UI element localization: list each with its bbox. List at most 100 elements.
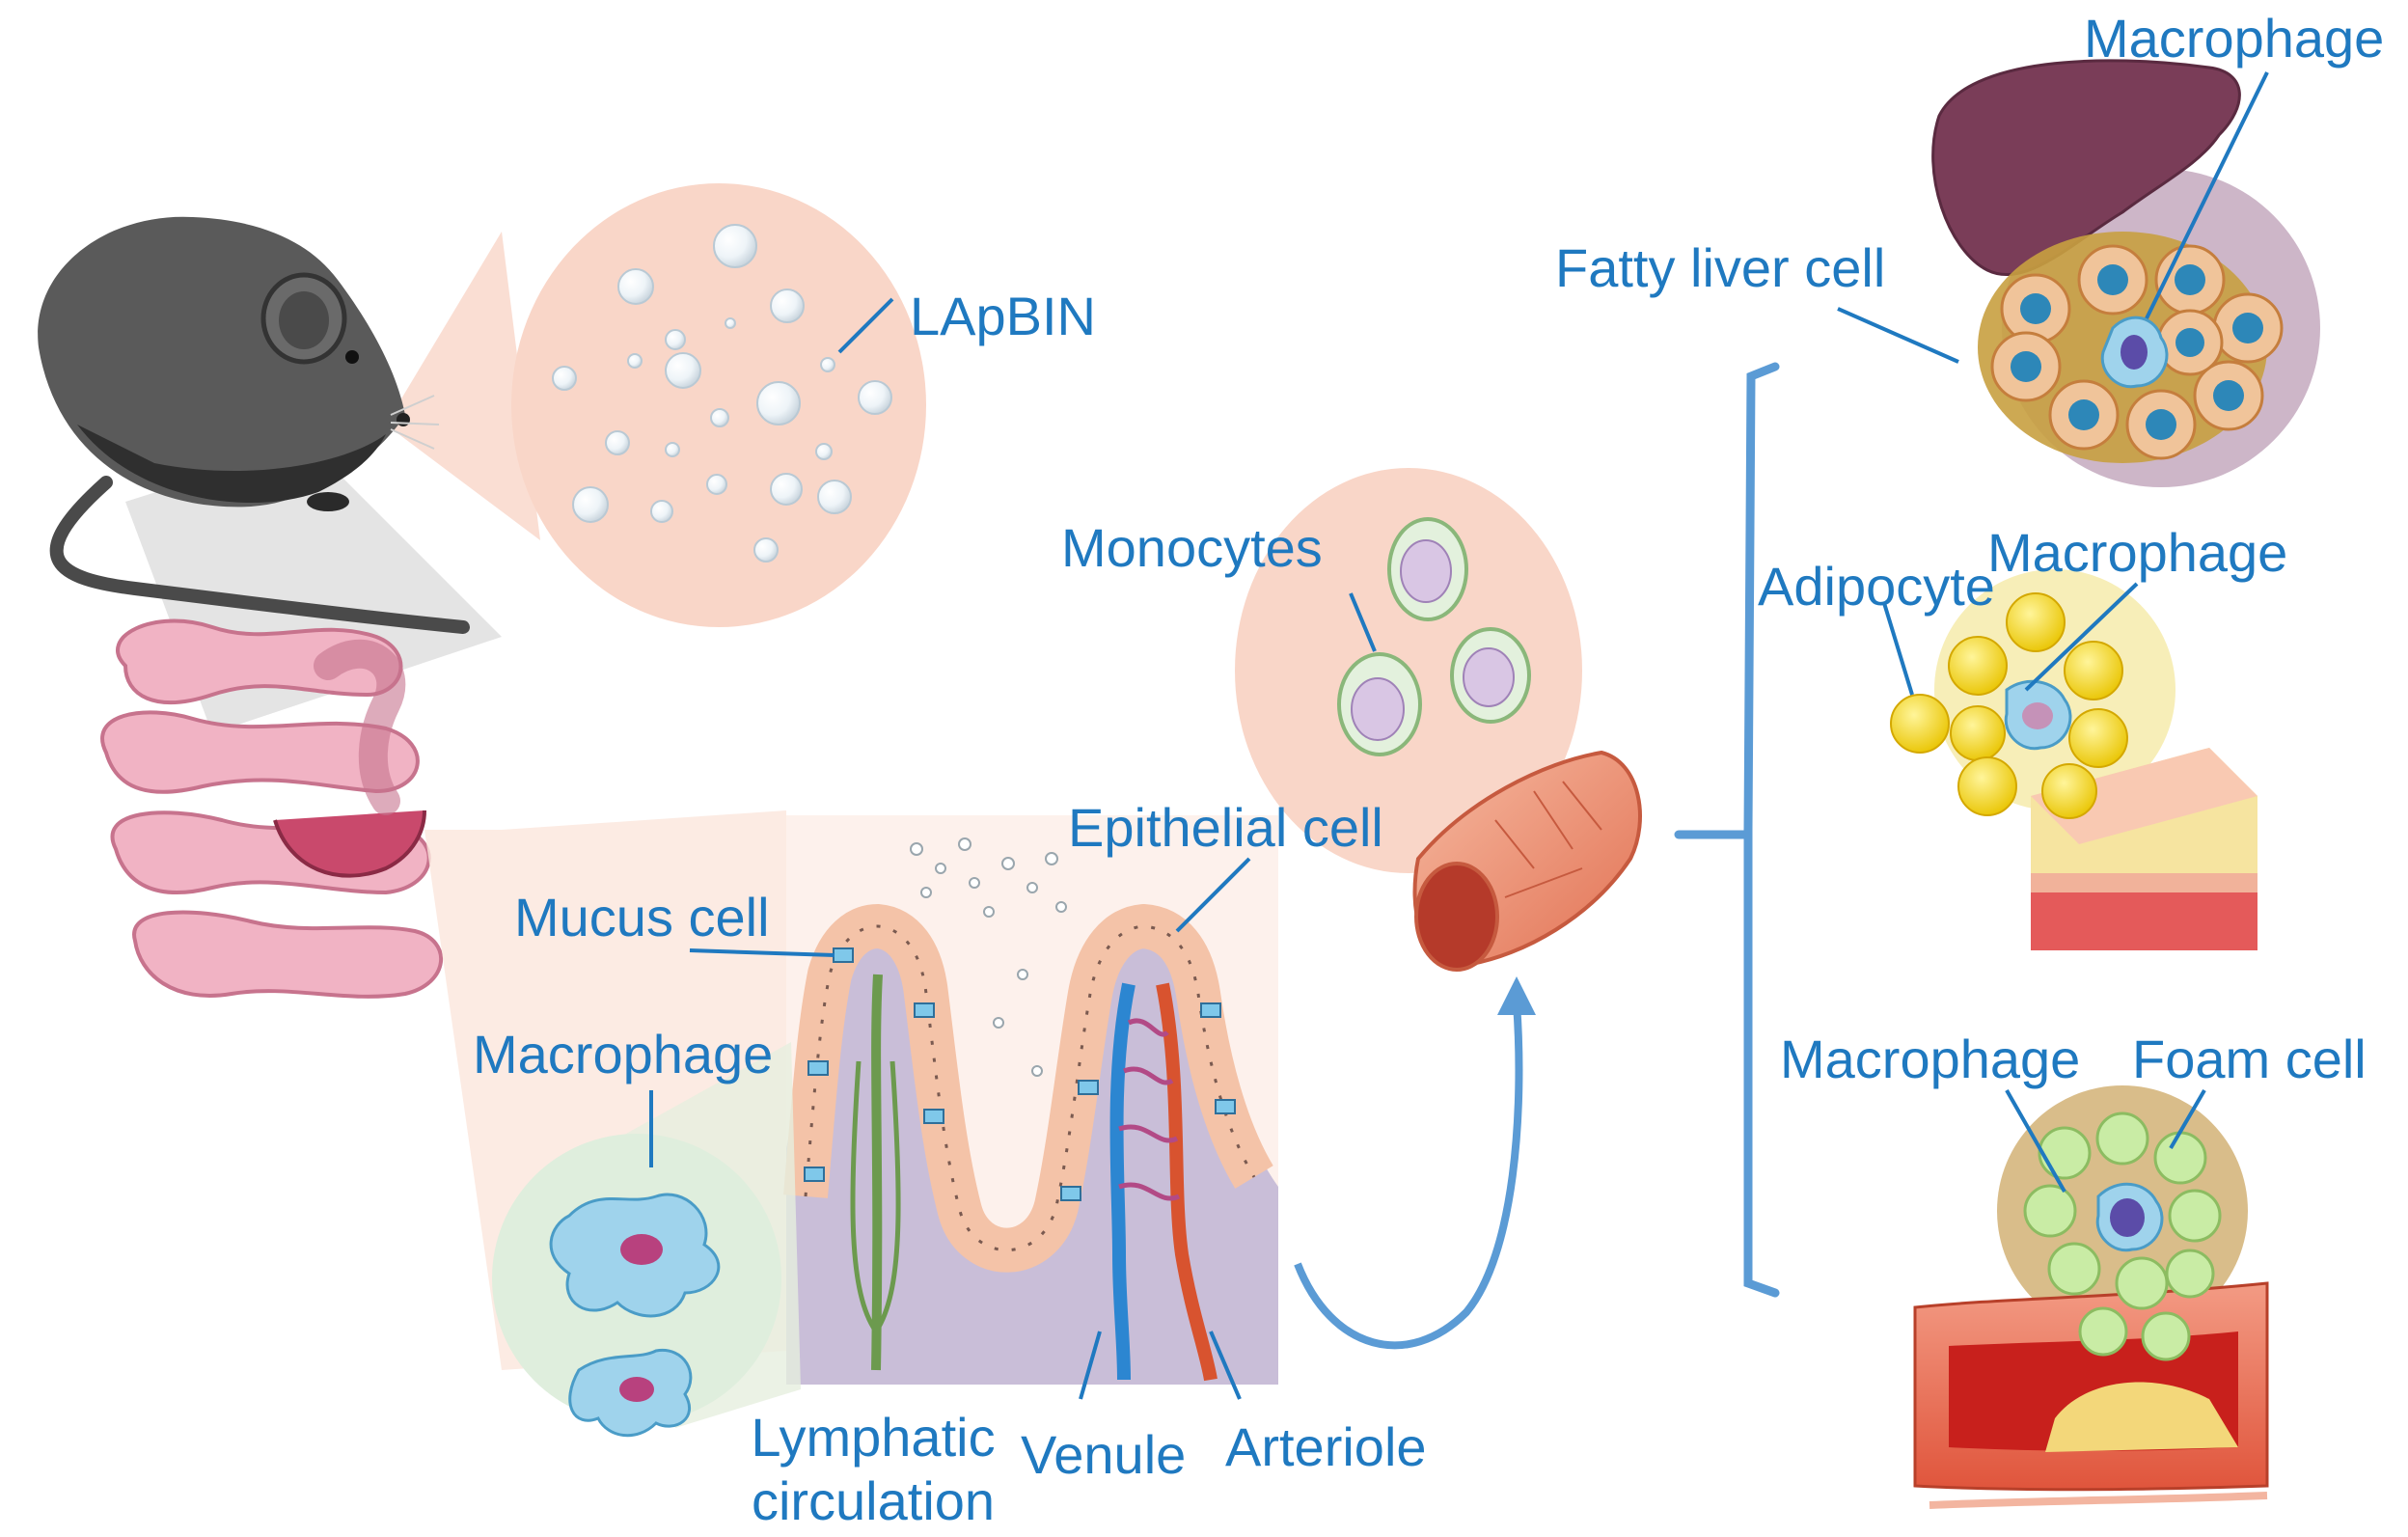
epithelium-layer	[783, 903, 1273, 1273]
particle	[993, 1017, 1004, 1029]
capillary-network	[1118, 1018, 1181, 1201]
lymphatic-branches	[850, 1060, 901, 1333]
circulation-arrowhead	[1497, 976, 1536, 1015]
foam-cell	[2153, 1131, 2207, 1185]
nanoparticle	[815, 443, 833, 460]
gut-macrophage-bubble	[492, 1042, 801, 1438]
mouse-whiskers	[390, 395, 440, 450]
mouse-foot	[307, 492, 349, 511]
nanoparticle	[552, 366, 577, 391]
mouse-ear-inner	[279, 291, 329, 349]
nanoparticle	[605, 430, 630, 455]
mouse-eye	[345, 350, 359, 364]
mouse-illustration	[38, 216, 502, 733]
adipocytes	[1890, 592, 2128, 819]
particle	[1045, 852, 1058, 865]
adipocyte-pointer	[1882, 602, 1914, 696]
particle	[910, 842, 923, 856]
adipocyte-cell	[2068, 708, 2128, 768]
particle	[1026, 882, 1038, 893]
artery-section	[1913, 1281, 2269, 1509]
monocyte-cell	[1337, 652, 1422, 756]
foam-cell	[2047, 1242, 2101, 1296]
nanoparticle	[665, 442, 680, 457]
particle	[1031, 1065, 1043, 1077]
foam-cell	[2168, 1189, 2222, 1243]
particle	[1055, 901, 1067, 913]
nanoparticle	[858, 380, 892, 415]
particle	[1017, 969, 1028, 980]
nanoparticle	[650, 500, 673, 523]
label-macrophage-artery: Macrophage	[1780, 1029, 2081, 1089]
particle	[920, 887, 932, 898]
nanoparticle	[756, 381, 801, 425]
adipocyte-cell	[1950, 705, 2006, 761]
liver-macrophage-pointer	[2145, 71, 2269, 319]
label-lymphatic-circulation-line2: circulation	[751, 1470, 996, 1531]
mucus-cell	[804, 1166, 825, 1182]
mucus-cell	[807, 1060, 829, 1076]
intestine-illustration	[100, 618, 443, 999]
adipose-macrophage-pointer	[2024, 582, 2139, 692]
mucus-cell-pointer	[689, 948, 835, 957]
particle	[958, 837, 971, 851]
label-monocytes: Monocytes	[1061, 517, 1323, 578]
epithelial-pointer	[1175, 857, 1251, 933]
mucus-cell	[914, 1002, 935, 1018]
lapbin-zoom-bubble	[511, 183, 926, 627]
foam-cell	[2141, 1311, 2191, 1361]
villus-particles	[910, 837, 1067, 1077]
monocyte-panel	[1235, 468, 1642, 972]
mucus-cells	[804, 947, 1236, 1201]
foam-cell	[2078, 1306, 2128, 1357]
nanoparticle	[820, 357, 835, 372]
lymphatic-vessel	[871, 974, 883, 1371]
liver-organ	[1931, 59, 2241, 277]
label-lapbin: LApBIN	[910, 286, 1096, 346]
circulation-arrow	[1294, 1002, 1523, 1350]
artery-macrophage-pointer	[2005, 1089, 2066, 1193]
adipocyte-cell	[2006, 592, 2066, 652]
artery-macrophage	[2095, 1182, 2164, 1252]
macrophage-cell	[568, 1349, 693, 1438]
mucus-cell	[923, 1109, 944, 1124]
monocytes-pointer	[1349, 592, 1377, 652]
nanoparticle	[725, 317, 736, 329]
foam-cell	[2023, 1184, 2077, 1238]
label-epithelial-cell: Epithelial cell	[1068, 797, 1383, 858]
arteriole-vessel	[1156, 982, 1218, 1382]
label-macrophage-adipose: Macrophage	[1987, 522, 2288, 583]
mouse-nose	[397, 413, 410, 426]
label-arteriole: Arteriole	[1225, 1416, 1427, 1477]
label-lymphatic-circulation-line1: Lymphatic	[751, 1407, 996, 1468]
hepatocyte-nuclei	[2011, 264, 2263, 440]
nanoparticle	[617, 268, 654, 305]
mucus-cell	[1215, 1099, 1236, 1114]
fatty-liver-pointer	[1837, 307, 1959, 364]
mucus-cell	[1200, 1002, 1221, 1018]
nanoparticle	[665, 329, 686, 350]
foam-cell	[2095, 1112, 2149, 1166]
nanoparticle	[713, 224, 757, 268]
liver-macrophage	[2100, 316, 2169, 389]
nanoparticle	[706, 474, 727, 495]
adipocyte-cell	[1957, 756, 2017, 816]
venule-pointer	[1079, 1331, 1102, 1400]
mucus-cell	[833, 947, 854, 963]
label-mucus-cell: Mucus cell	[514, 887, 770, 947]
nanoparticle	[710, 408, 729, 427]
intestine-loop	[100, 710, 420, 794]
nanoparticle	[665, 352, 701, 389]
intestine-loop	[132, 910, 443, 999]
label-fatty-liver-cell: Fatty liver cell	[1555, 237, 1886, 298]
monocyte-cell	[1387, 517, 1468, 621]
artery-panel	[1913, 1085, 2269, 1509]
adipose-panel	[1882, 569, 2258, 950]
target-organ-bracket	[1674, 362, 1780, 1298]
nanoparticle	[753, 537, 779, 563]
lapbin-particles	[552, 224, 892, 563]
mouse-belly	[77, 425, 386, 504]
villus-panel	[783, 815, 1278, 1385]
label-foam-cell: Foam cell	[2132, 1029, 2367, 1089]
venule-vessel	[1109, 982, 1136, 1381]
